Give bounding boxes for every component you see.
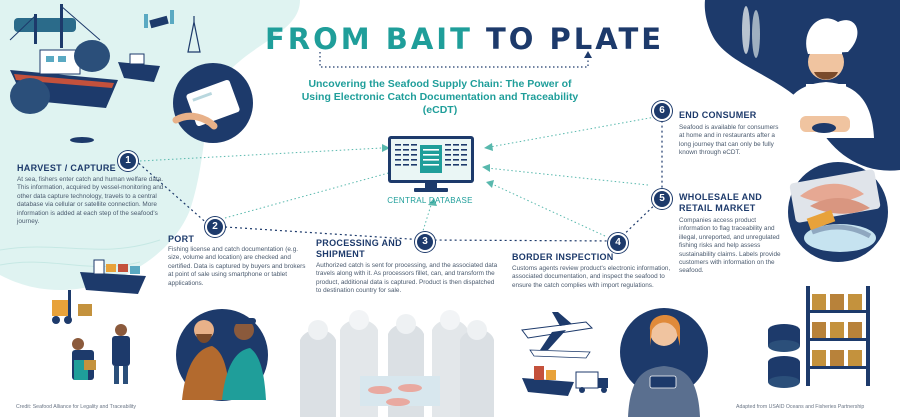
- step-2-badge: 2: [205, 217, 225, 237]
- step-2-description: Fishing license and catch documentation …: [168, 246, 306, 287]
- credit-left: Credit: Seafood Alliance for Legality an…: [16, 404, 136, 410]
- subtitle: Uncovering the Seafood Supply Chain: The…: [301, 78, 579, 116]
- step-1-badge: 1: [118, 151, 138, 171]
- step-6-badge: 6: [652, 101, 672, 121]
- step-5-heading: WHOLESALE AND RETAIL MARKET: [679, 192, 763, 213]
- step-3-badge: 3: [415, 232, 435, 252]
- step-5-badge: 5: [652, 189, 672, 209]
- title-part-1: FROM BAIT: [265, 22, 473, 56]
- central-database-label: CENTRAL DATABASE: [387, 196, 473, 205]
- page-title: FROM BAIT TO PLATE: [265, 22, 661, 56]
- step-5-description: Companies access product information to …: [679, 217, 781, 275]
- step-6-heading: END CONSUMER: [679, 110, 757, 120]
- step-4-badge: 4: [608, 233, 628, 253]
- step-6-description: Seafood is available for consumers at ho…: [679, 124, 779, 157]
- step-1-description: At sea, fishers enter catch and human we…: [17, 176, 164, 226]
- step-3-description: Authorized catch is sent for processing,…: [316, 262, 498, 295]
- credit-right: Adapted from USAID Oceans and Fisheries …: [736, 404, 865, 410]
- step-4-description: Customs agents review product's electron…: [512, 265, 671, 289]
- step-4-heading: BORDER INSPECTION: [512, 252, 614, 262]
- step-2-heading: PORT: [168, 234, 195, 244]
- step-1-heading: HARVEST / CAPTURE: [17, 163, 116, 173]
- title-part-2: TO PLATE: [485, 22, 665, 56]
- step-3-heading: PROCESSING AND SHIPMENT: [316, 238, 402, 259]
